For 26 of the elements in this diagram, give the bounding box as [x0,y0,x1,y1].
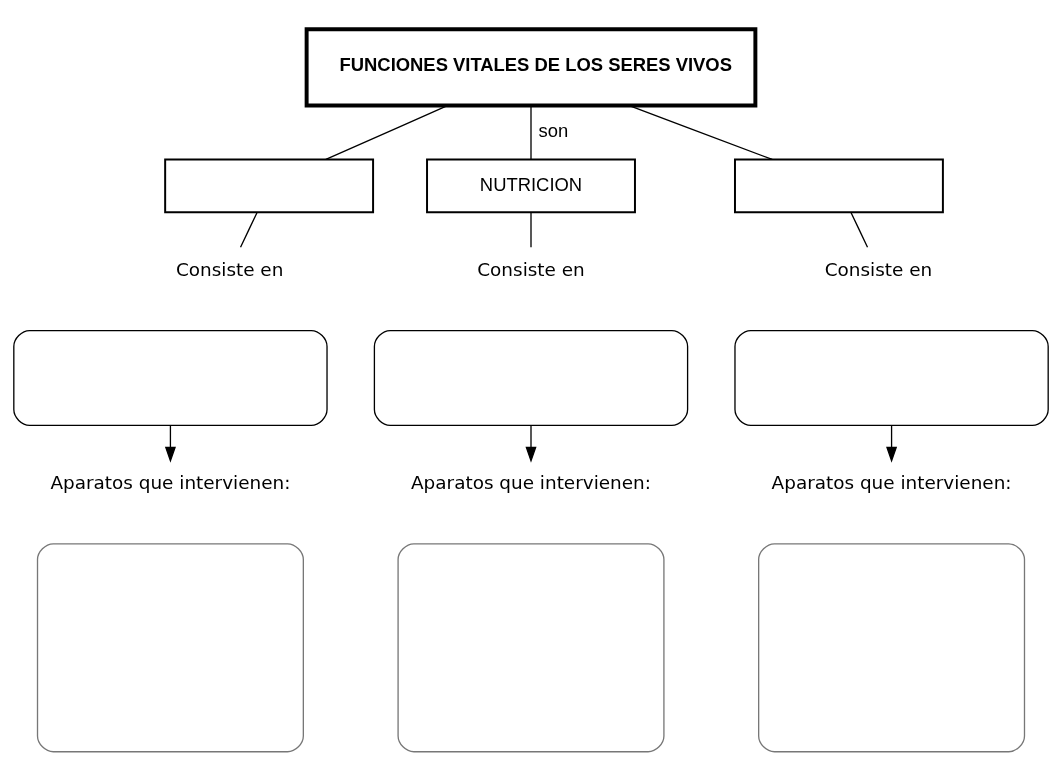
node-box: NUTRICION [426,158,636,214]
node-box [164,158,375,214]
node-bracket [36,543,304,753]
node-bracket [397,543,665,753]
node-box [373,329,689,427]
arrow [525,425,537,463]
connector [628,105,773,161]
connector [530,211,532,248]
node-text: Consiste en [175,259,284,281]
connector [530,105,532,161]
node-text: Consiste en [477,259,585,281]
arrow [886,425,898,463]
connector [325,105,449,161]
node-text: Aparatos que intervienen: [50,472,291,494]
node-box: FUNCIONES VITALES DE LOS SERES VIVOS [304,27,758,108]
node-text: Aparatos que intervienen: [771,472,1012,494]
node-box [734,329,1049,427]
node-bracket [758,543,1026,753]
node-text: Aparatos que intervienen: [411,472,651,494]
arrow [164,425,176,463]
connector [850,211,869,248]
node-box [13,329,328,427]
node-text: Consiste en [824,259,933,281]
node-box [734,158,944,214]
edge-label: son [538,120,569,142]
connector [239,211,258,248]
